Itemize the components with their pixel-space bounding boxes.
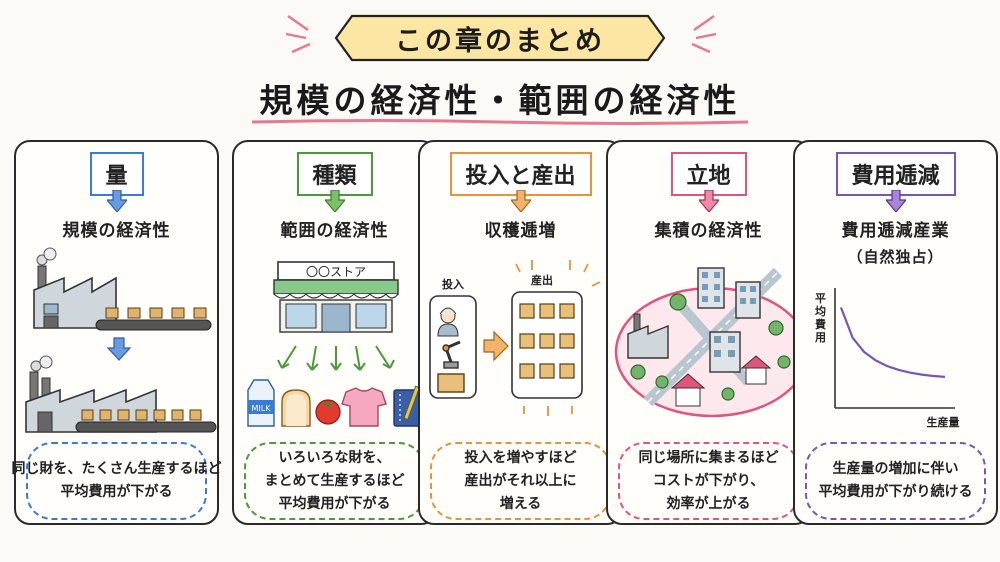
- card-heading: 規模の経済性: [62, 221, 171, 241]
- summary-cloud: 投入を増やすほど 産出がそれ以上に 増える: [430, 442, 611, 520]
- tomato-icon: [315, 399, 341, 425]
- card-quantity: 量 規模の経済性: [12, 140, 222, 525]
- summary-line: いろいろな財を、: [278, 449, 391, 466]
- box-icon: [559, 303, 575, 319]
- card-label: 種類: [296, 152, 373, 196]
- series-line: [839, 307, 946, 378]
- arrow-down-icon: [106, 190, 127, 212]
- box-icon: [519, 303, 535, 319]
- input-output-illustration: 投入 産出: [429, 260, 601, 416]
- factory-icon: [25, 355, 157, 433]
- card-location: 立地 集積の経済性: [606, 140, 811, 525]
- arrow-down-icon: [885, 190, 906, 212]
- card-variety: 種類 範囲の経済性 〇〇ストア MILK: [232, 140, 437, 525]
- chapter-summary-banner: この章のまとめ: [330, 12, 670, 64]
- summary-line: 平均費用が下がり続ける: [818, 484, 973, 500]
- summary-line: 効率が上がる: [666, 495, 751, 512]
- card-input-output: 投入と産出 収穫逓増 投入 産出 投入を増やすほど 産出がそれ: [418, 140, 623, 525]
- house-icon: [740, 355, 772, 385]
- card-heading: 収穫逓増: [484, 221, 557, 241]
- summary-line: 平均費用が下がる: [60, 484, 173, 500]
- summary-cloud: いろいろな財を、 まとめて生産するほど 平均費用が下がる: [244, 442, 425, 520]
- worker-icon: [437, 307, 459, 337]
- building-icon: [709, 331, 741, 373]
- summary-line: 平均費用が下がる: [278, 495, 391, 512]
- milk-icon: MILK: [247, 379, 275, 427]
- store-illustration: 〇〇ストア MILK: [247, 261, 423, 427]
- box-icon: [519, 333, 535, 349]
- banner-title: この章のまとめ: [395, 25, 605, 57]
- sparkle-right-icon: [691, 15, 717, 54]
- input-box: [429, 295, 477, 399]
- ribbon-shape: [334, 14, 666, 62]
- city-illustration: [614, 267, 810, 418]
- y-axis-label: 平均費用: [814, 292, 826, 344]
- store-sign: 〇〇ストア: [306, 265, 366, 279]
- tshirt-icon: [341, 387, 387, 427]
- building-icon: [735, 281, 761, 319]
- card-decreasing-cost: 費用逓減 費用逓減産業 （自然独占） 平均費用 生産量 生産量の増加に伴い 平均…: [793, 140, 998, 525]
- summary-line: 産出がそれ以上に: [464, 472, 577, 489]
- summary-line: 生産量の増加に伴い: [832, 461, 959, 477]
- summary-cloud: 同じ場所に集まるほど コストが下がり、 効率が上がる: [618, 442, 799, 520]
- factory-icon: [33, 247, 117, 329]
- bread-icon: [281, 389, 311, 427]
- building-icon: [697, 267, 725, 309]
- card-heading: 範囲の経済性: [280, 221, 389, 241]
- card-heading: 集積の経済性: [654, 221, 763, 241]
- factory-icon: [627, 313, 669, 359]
- house-icon: [670, 373, 706, 407]
- summary-cloud: 同じ財を、たくさん生産するほど 平均費用が下がる: [12, 442, 222, 520]
- box-icon: [539, 303, 555, 319]
- tree-icon: [630, 293, 791, 401]
- x-axis-label: 生産量: [927, 415, 960, 429]
- card-label: 量: [89, 152, 144, 196]
- sparkle-left-icon: [285, 15, 311, 54]
- average-cost-chart: 平均費用 生産量: [814, 288, 960, 429]
- summary-line: コストが下がり、: [652, 472, 765, 489]
- arrow-right-icon: [483, 330, 509, 362]
- milk-label: MILK: [252, 404, 272, 413]
- page-subtitle: 規模の経済性・範囲の経済性: [259, 81, 741, 120]
- card-subheading: （自然独占）: [847, 248, 944, 266]
- card-label: 立地: [670, 152, 747, 196]
- summary-line: 同じ財を、たくさん生産するほど: [11, 461, 222, 477]
- box-icon: [539, 363, 555, 379]
- conveyor-belt-icon: [75, 409, 217, 433]
- subtitle-underline: [251, 119, 749, 125]
- summary-cloud: 生産量の増加に伴い 平均費用が下がり続ける: [805, 442, 986, 520]
- arrow-down-icon: [510, 190, 531, 212]
- conveyor-belt-icon: [95, 307, 212, 331]
- output-label: 産出: [531, 273, 553, 287]
- summary-line: まとめて生産するほど: [264, 472, 405, 489]
- input-label: 投入: [442, 277, 464, 291]
- box-icon: [559, 363, 575, 379]
- arrow-down-icon: [698, 190, 719, 212]
- summary-line: 同じ場所に集まるほど: [638, 449, 779, 466]
- summary-line: 投入を増やすほど: [464, 449, 577, 466]
- store-icon: 〇〇ストア: [273, 261, 399, 333]
- box-icon: [539, 333, 555, 349]
- card-heading: 費用逓減産業: [841, 221, 950, 241]
- arrow-down-icon: [324, 190, 345, 212]
- factory-illustration: [25, 247, 217, 433]
- box-icon: [559, 333, 575, 349]
- summary-line: 増える: [499, 495, 542, 512]
- box-icon: [437, 373, 465, 393]
- box-icon: [519, 363, 535, 379]
- robot-arm-icon: [442, 340, 461, 369]
- arrow-down-icon: [106, 337, 132, 361]
